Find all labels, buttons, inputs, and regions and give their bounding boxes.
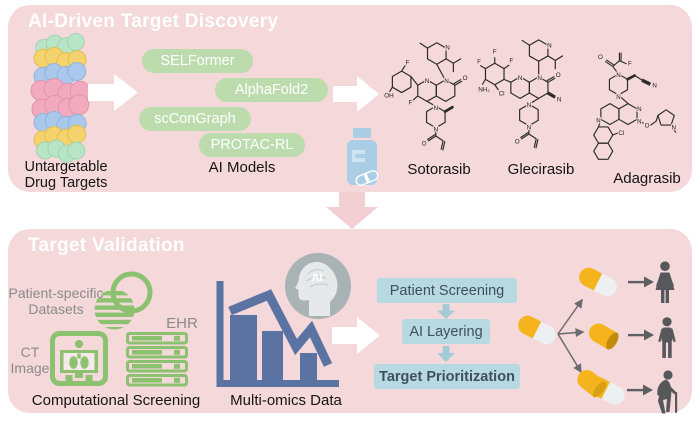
top-panel-title: AI-Driven Target Discovery [28,11,279,32]
branch-arrows [557,298,585,374]
svg-text:N: N [434,105,439,112]
ct-image-icon [50,331,108,386]
svg-text:O: O [463,75,468,82]
adagrasib-label: Adagrasib [613,170,681,187]
flow-arrow-down-icon [437,304,455,319]
svg-text:N: N [425,78,430,85]
svg-text:O: O [598,54,603,61]
model-selformer: SELFormer [142,49,253,73]
capsule-icon [575,264,621,300]
arrow-right-icon [332,317,380,354]
svg-text:N: N [557,96,562,103]
open-capsule-icon [589,323,619,350]
svg-text:OH: OH [384,92,394,99]
svg-text:F: F [477,58,481,65]
patient-datasets-icon [94,271,153,330]
flow-ai-layering: AI Layering [402,319,490,344]
ehr-server-icon [126,332,188,387]
arrow-right-icon [333,76,379,112]
arrow-to-person-icon [627,384,653,396]
computational-screening-label: Computational Screening [31,392,201,409]
capsule-pair-icon [577,370,628,408]
elderly-person-icon [657,370,678,414]
svg-text:N: N [547,43,552,50]
multi-omics-chart [216,281,339,387]
multi-omics-label: Multi-omics Data [230,392,342,409]
svg-text:N: N [537,75,542,82]
svg-text:N: N [637,106,641,113]
svg-text:Cl: Cl [499,90,505,97]
pill-bottle-icon [347,128,379,186]
svg-text:N: N [444,78,449,85]
svg-text:O: O [422,140,427,147]
panel-target-discovery: AI-Driven Target Discovery [8,5,692,192]
svg-text:N: N [616,72,620,79]
svg-text:N: N [434,127,439,134]
man-icon [658,317,676,358]
svg-text:N: N [637,119,641,126]
bottom-panel-title: Target Validation [28,235,185,256]
svg-text:F: F [493,48,497,55]
ai-head-text: AI [312,272,323,284]
svg-text:F: F [406,59,410,66]
svg-text:N: N [527,102,532,109]
model-protac-rl: PROTAC-RL [199,133,305,157]
flow-target-prioritization: Target Prioritization [374,364,520,389]
svg-text:F: F [509,57,513,64]
arrow-right-icon [88,74,138,111]
svg-text:F: F [408,99,412,106]
svg-text:N: N [652,82,656,89]
capsule-icon [514,312,560,348]
svg-text:N: N [527,125,532,132]
svg-text:F: F [628,61,632,68]
svg-text:O: O [645,122,650,129]
svg-text:O: O [556,72,561,79]
svg-text:NH₂: NH₂ [478,87,490,94]
model-sccongraph: scConGraph [139,107,251,131]
ai-head-icon: AI [285,253,351,319]
svg-text:O: O [515,138,520,145]
woman-icon [655,261,675,303]
untargetable-protein-icon [30,33,91,163]
ai-models-label: AI Models [208,159,276,176]
svg-text:N: N [518,75,523,82]
svg-text:N: N [445,45,450,52]
arrow-down-icon [326,192,378,229]
sotorasib-label: Sotorasib [407,161,471,178]
arrow-to-person-icon [628,329,654,341]
svg-text:N: N [616,94,620,101]
arrow-to-person-icon [628,276,654,288]
model-alphafold2: AlphaFold2 [215,78,328,102]
svg-text:N: N [596,118,600,125]
ehr-label: EHR [166,315,198,332]
glecirasib-label: Glecirasib [507,161,575,178]
flow-arrow-down-icon [437,346,455,362]
svg-text:N: N [671,124,675,131]
flow-patient-screening: Patient Screening [377,278,517,303]
svg-text:Cl: Cl [618,130,624,137]
